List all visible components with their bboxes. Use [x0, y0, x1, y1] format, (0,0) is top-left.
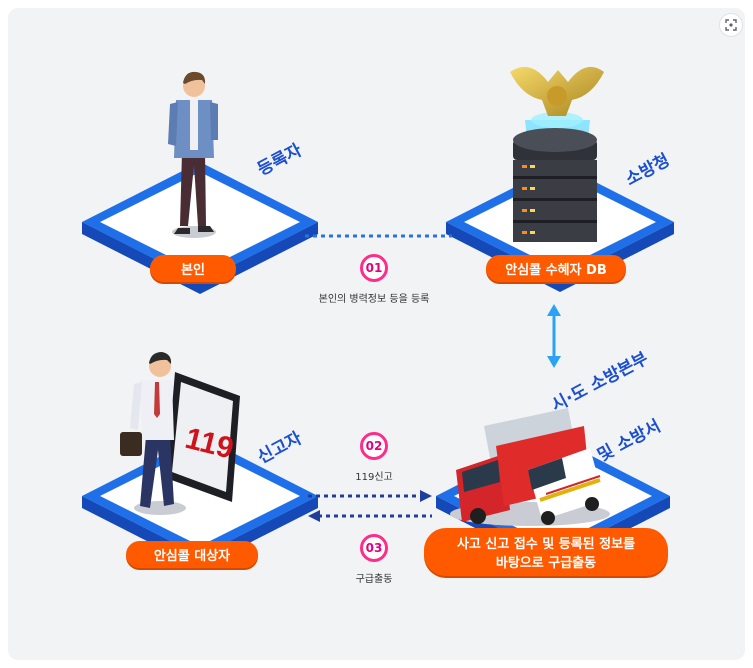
- step-03-caption: 구급출동: [355, 574, 393, 585]
- connector-02: [308, 490, 432, 502]
- step-03-badge: 03: [360, 534, 388, 562]
- connector-db-station: [547, 304, 561, 368]
- step-02-caption: 119신고: [355, 472, 393, 483]
- fire-truck-ambulance-illustration: [450, 408, 610, 526]
- node-db-label: 안심콜 수혜자 DB: [486, 255, 626, 282]
- database-server-illustration: [510, 66, 604, 242]
- node-caller-label: 안심콜 대상자: [126, 541, 258, 568]
- step-01-badge: 01: [360, 254, 388, 282]
- expand-button[interactable]: [719, 13, 743, 37]
- caller-illustration: 119: [120, 352, 240, 515]
- node-station-label: 사고 신고 접수 및 등록된 정보를 바탕으로 구급출동: [424, 528, 668, 576]
- step-01-caption: 본인의 병력정보 등을 등록: [318, 294, 430, 305]
- registrant-person-illustration: [168, 71, 218, 238]
- node-station-label-line1: 사고 신고 접수 및 등록된 정보를: [456, 537, 636, 552]
- node-self-label: 본인: [150, 255, 236, 282]
- node-station-label-line2: 바탕으로 구급출동: [495, 556, 597, 571]
- expand-icon: [725, 19, 737, 31]
- step-02-badge: 02: [360, 432, 388, 460]
- connector-03: [308, 510, 432, 522]
